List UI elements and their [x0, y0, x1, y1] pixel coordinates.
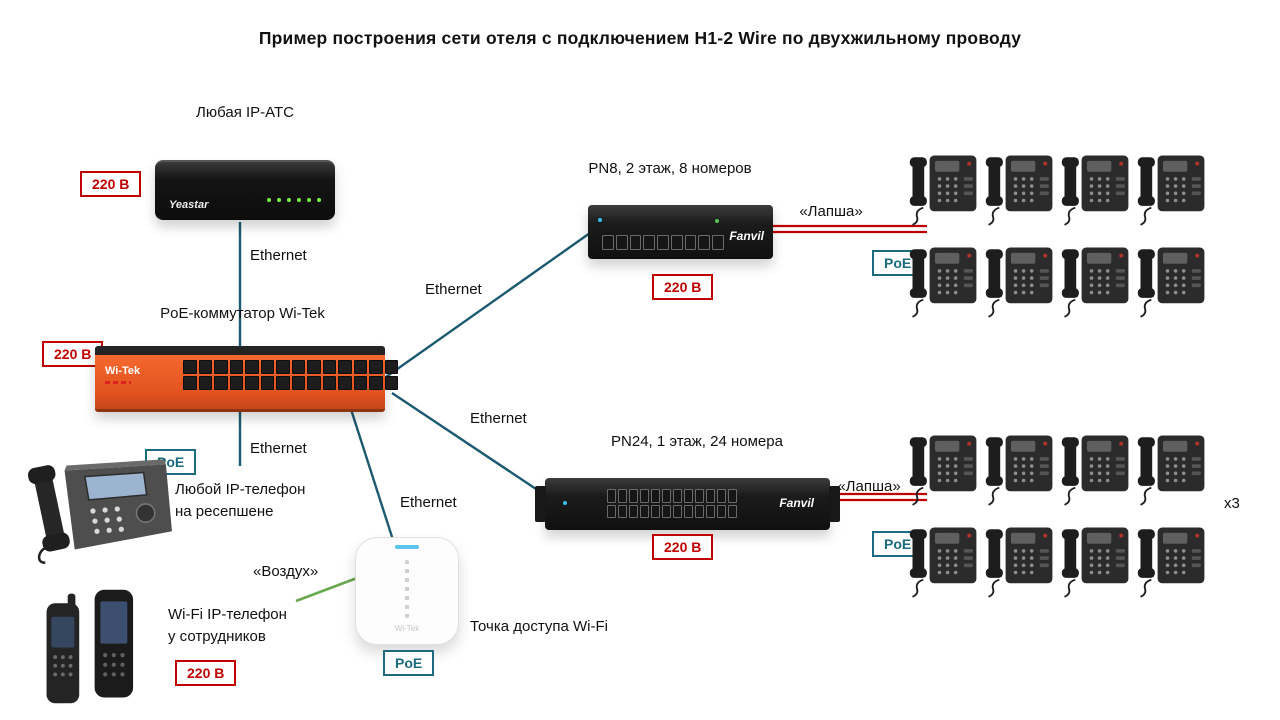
ip-phone-icon — [908, 426, 980, 508]
ip-phone-icon — [984, 146, 1056, 228]
reception-ip-phone-icon — [22, 452, 174, 564]
port-grid — [602, 235, 724, 250]
badge-poe-ap: PoE — [383, 650, 435, 676]
ip-phone-icon — [984, 426, 1056, 508]
diagram-title: Пример построения сети отеля с подключен… — [258, 28, 1022, 48]
pn8-green-led-icon — [715, 219, 719, 223]
phone-group-floor2 — [908, 146, 1208, 320]
pn8-led-icon — [598, 218, 602, 222]
link-switch-ap — [346, 399, 395, 541]
ip-phone-icon — [908, 146, 980, 228]
label-pn8: PN8, 2 этаж, 8 номеров — [588, 160, 752, 177]
badge-poe-floor1: PoE — [872, 531, 924, 557]
ip-phone-icon — [1060, 238, 1132, 320]
label-wifi-line2: у сотрудников — [168, 628, 266, 645]
ap-logo: Wi-Tek — [394, 624, 420, 633]
label-access-point: Точка доступа Wi-Fi — [470, 618, 608, 635]
fanvil-logo: Fanvil — [729, 229, 764, 243]
port-grid — [183, 360, 398, 390]
ip-phone-icon — [1136, 518, 1208, 600]
port-grid — [607, 489, 737, 518]
ip-pbx-device: Yeastar — [155, 160, 335, 220]
label-ethernet-pn24: Ethernet — [470, 410, 527, 427]
pn24-switch-device: Fanvil — [535, 478, 840, 530]
label-ethernet-pbx-switch: Ethernet — [250, 247, 307, 264]
label-pn24: PN24, 1 этаж, 24 номера — [611, 433, 783, 450]
label-ethernet-pn8: Ethernet — [425, 281, 482, 298]
label-poe-switch: PoE-коммутатор Wi-Tek — [160, 305, 325, 322]
badge-220v-pbx: 220 В — [80, 171, 142, 197]
ip-phone-icon — [1060, 426, 1132, 508]
badge-220v-pn24: 220 В — [652, 534, 714, 560]
ip-phone-icon — [1136, 238, 1208, 320]
ip-phone-icon — [908, 238, 980, 320]
label-reception-line1: Любой IP-телефон — [175, 481, 306, 498]
ip-phone-icon — [984, 238, 1056, 320]
ip-phone-icon — [1060, 518, 1132, 600]
label-air: «Воздух» — [253, 563, 319, 580]
yeastar-logo: Yeastar — [169, 199, 209, 211]
label-ethernet-reception: Ethernet — [250, 440, 307, 457]
wifi-handsets-icon — [35, 582, 160, 712]
link-switch-pn8 — [385, 232, 591, 378]
pbx-leds-icon — [261, 189, 321, 207]
pn24-led-icon — [563, 501, 567, 505]
ip-phone-icon — [908, 518, 980, 600]
pn8-switch-device: Fanvil — [588, 205, 773, 259]
label-lapsha-floor1: «Лапша» — [837, 478, 901, 495]
poe-switch-device: Wi-Tek — [95, 346, 398, 412]
label-pbx: Любая IP-АТС — [196, 104, 294, 121]
phone-group-floor1 — [908, 426, 1208, 600]
wi-tek-accent-icon — [105, 381, 131, 384]
ap-vent-icon — [405, 560, 409, 618]
ip-phone-icon — [1136, 146, 1208, 228]
ip-phone-icon — [1136, 426, 1208, 508]
badge-220v-wifi: 220 В — [175, 660, 237, 686]
label-lapsha-floor2: «Лапша» — [799, 203, 863, 220]
label-wifi-line1: Wi-Fi IP-телефон — [168, 606, 287, 623]
wi-tek-logo: Wi-Tek — [105, 365, 141, 377]
ip-phone-icon — [984, 518, 1056, 600]
ap-led-icon — [395, 545, 419, 549]
label-reception-line2: на ресепшене — [175, 503, 274, 520]
label-x3: x3 — [1224, 495, 1240, 512]
badge-220v-pn8: 220 В — [652, 274, 714, 300]
label-ethernet-ap: Ethernet — [400, 494, 457, 511]
ip-phone-icon — [1060, 146, 1132, 228]
fanvil-logo: Fanvil — [779, 496, 814, 510]
wifi-access-point-device: Wi-Tek — [355, 537, 459, 645]
